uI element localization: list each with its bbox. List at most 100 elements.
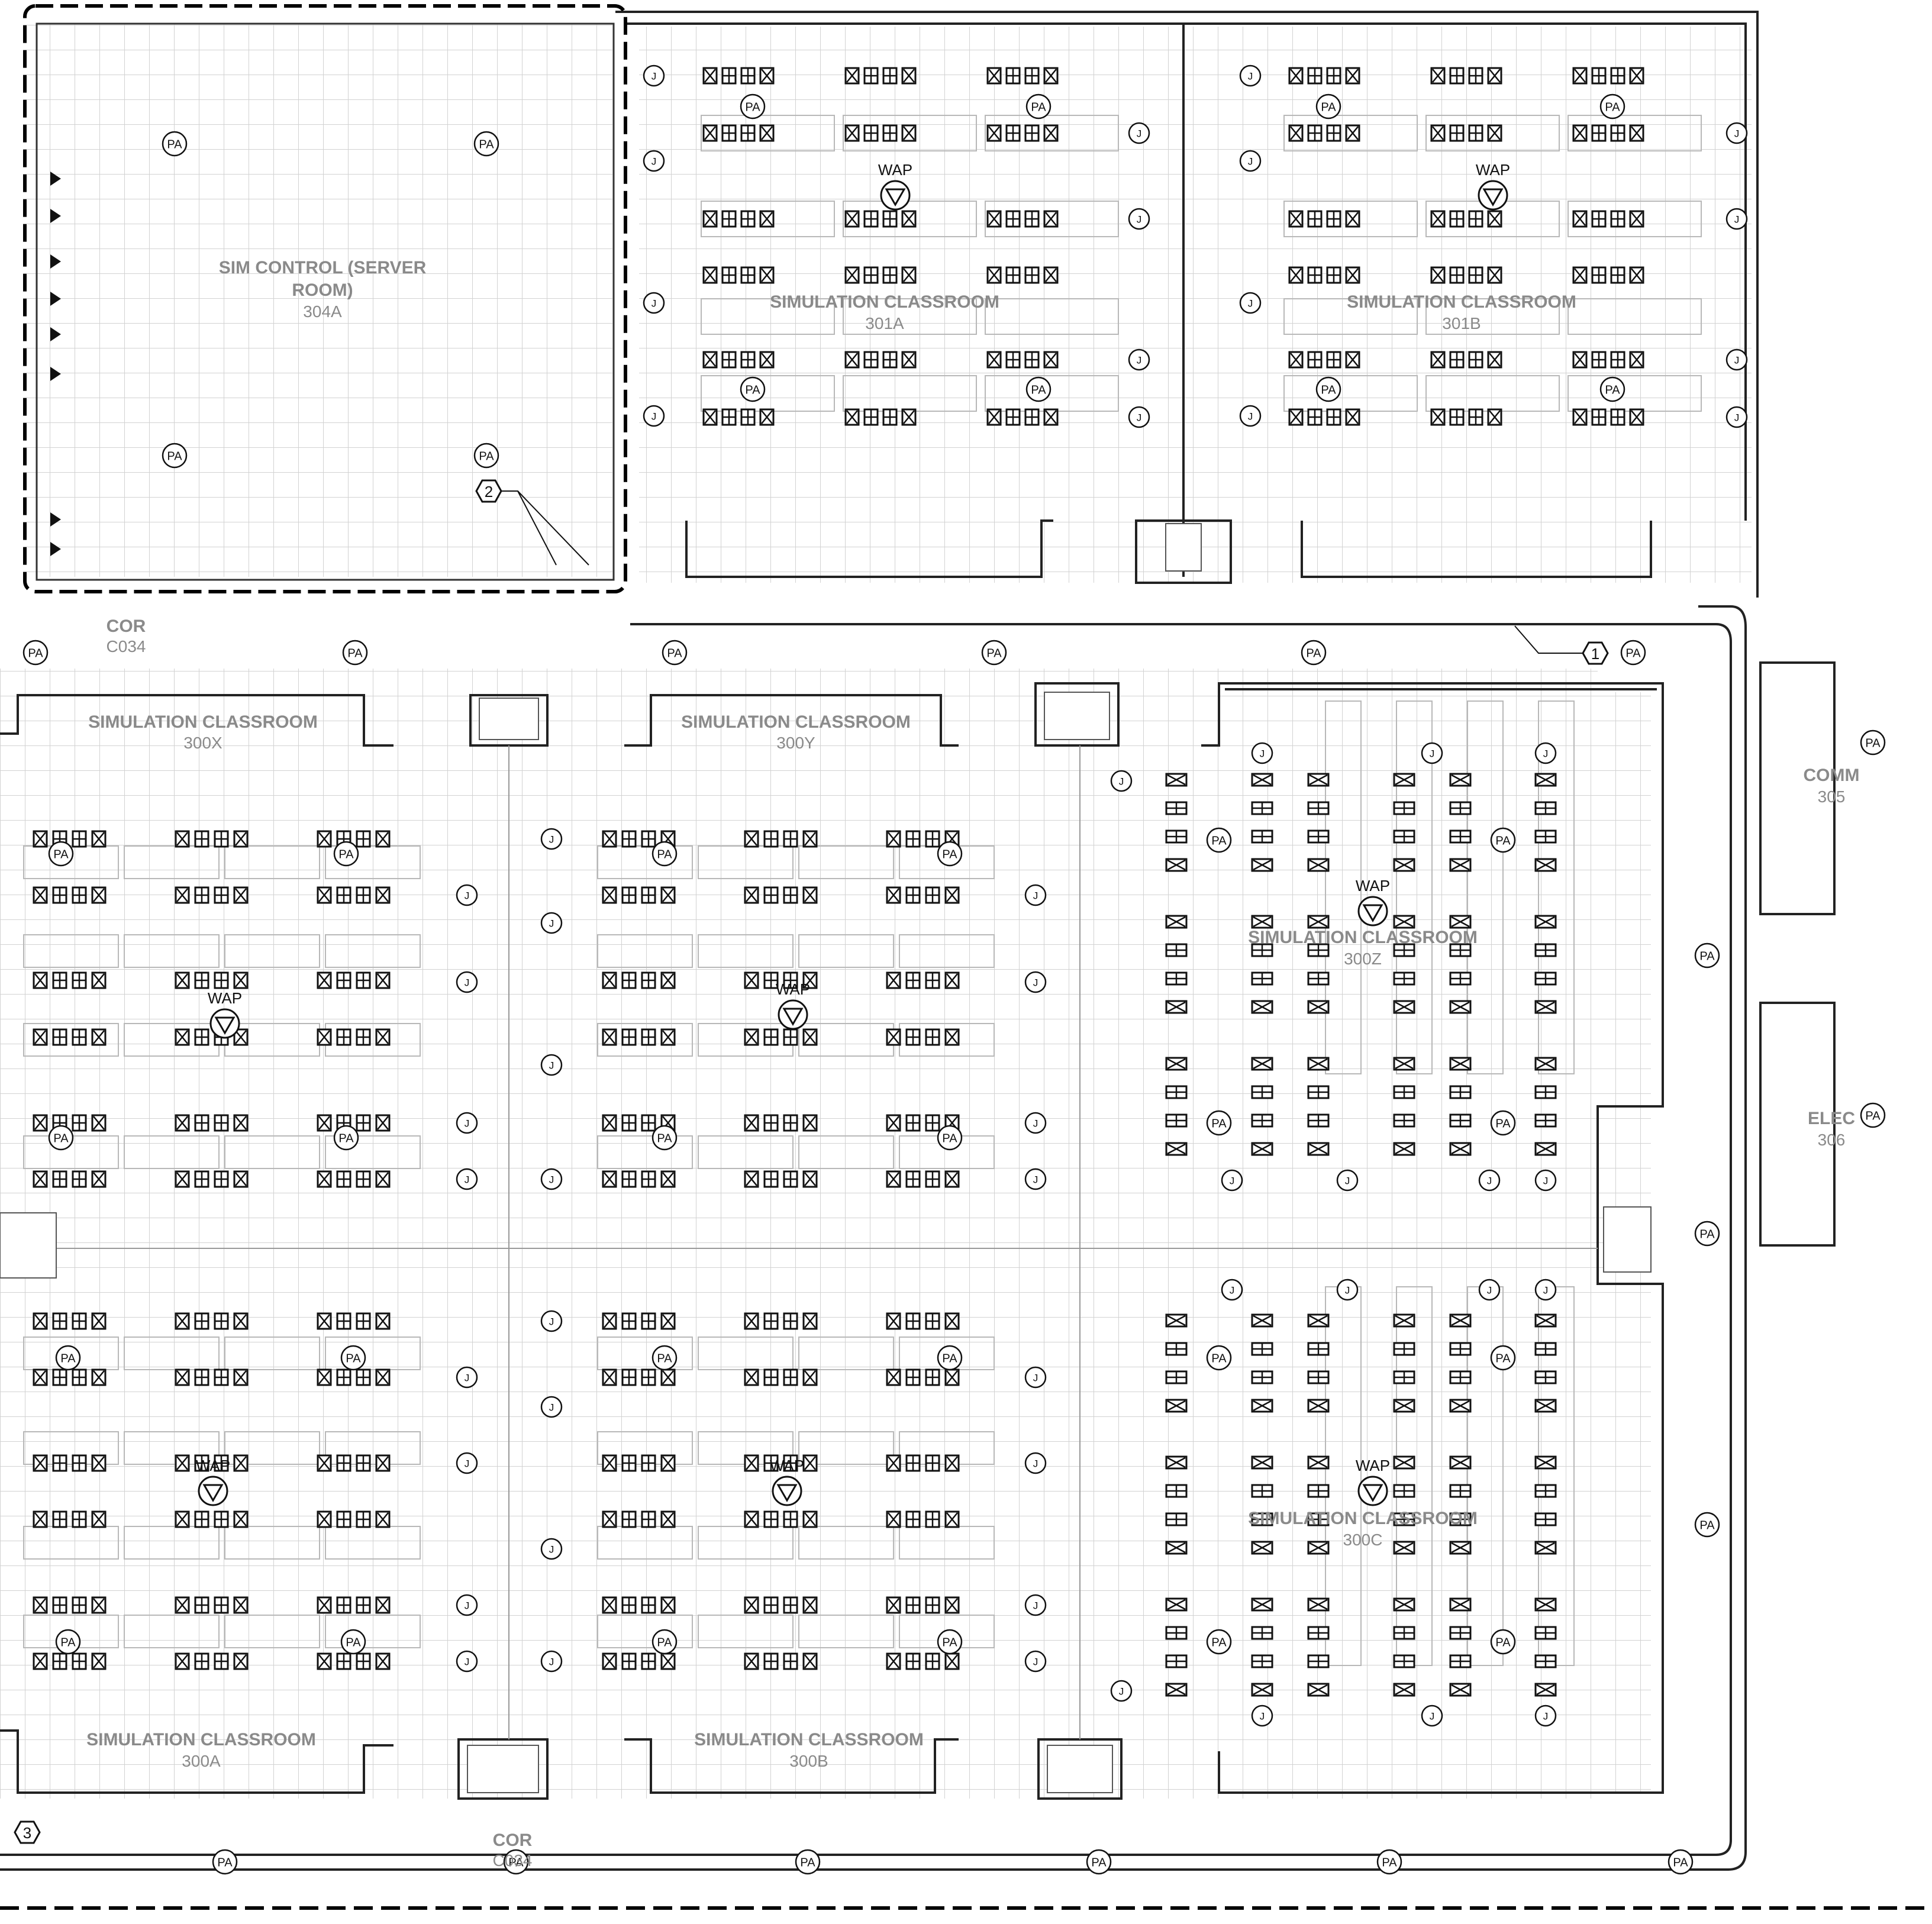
data-outlet-icon xyxy=(1345,351,1360,369)
power-outlet-icon xyxy=(1005,266,1021,284)
data-outlet-icon xyxy=(1307,773,1330,787)
pa-speaker-icon: PA xyxy=(1667,1849,1694,1875)
data-outlet-icon xyxy=(1487,67,1502,85)
corridor-number-top: C034 xyxy=(107,637,146,656)
power-outlet-icon xyxy=(863,266,879,284)
power-outlet-icon xyxy=(1534,801,1557,815)
pa-speaker-icon-text: PA xyxy=(338,1132,354,1145)
junction-box-icon-text: J xyxy=(465,977,470,988)
power-outlet-icon xyxy=(1534,1512,1557,1526)
data-outlet-icon xyxy=(1534,1313,1557,1328)
power-outlet-icon xyxy=(783,1510,798,1528)
wap-icon: WAP xyxy=(776,980,810,1030)
junction-box-icon: J xyxy=(540,1396,563,1418)
power-outlet-icon xyxy=(1326,67,1341,85)
desk xyxy=(1396,700,1433,1074)
power-outlet-icon xyxy=(905,1368,921,1386)
desk xyxy=(1425,115,1560,151)
desk xyxy=(23,845,119,879)
desk xyxy=(1325,700,1362,1074)
pa-speaker-icon: PA xyxy=(937,1125,963,1151)
data-outlet-icon xyxy=(1534,1142,1557,1156)
data-outlet-icon xyxy=(886,1652,901,1670)
power-outlet-icon xyxy=(1307,943,1330,957)
data-outlet-icon xyxy=(660,1170,676,1188)
desk xyxy=(1283,298,1418,335)
data-outlet-icon xyxy=(1572,266,1588,284)
power-outlet-icon xyxy=(1024,408,1040,426)
junction-box-icon: J xyxy=(1336,1169,1359,1192)
power-outlet-icon xyxy=(1591,408,1607,426)
junction-box-icon: J xyxy=(540,1650,563,1673)
desk xyxy=(325,1615,421,1648)
room-name-300b: SIMULATION CLASSROOM xyxy=(694,1730,924,1749)
data-outlet-icon xyxy=(1165,1455,1188,1470)
data-outlet-icon xyxy=(1307,1541,1330,1555)
power-outlet-icon xyxy=(905,971,921,989)
power-outlet-icon xyxy=(1449,408,1465,426)
wap-icon-text: WAP xyxy=(208,989,242,1007)
room-number-300b: 300B xyxy=(789,1752,828,1770)
power-outlet-icon xyxy=(1251,801,1273,815)
data-outlet-icon xyxy=(844,408,860,426)
data-outlet-icon xyxy=(1534,915,1557,929)
power-outlet-icon xyxy=(1468,124,1483,142)
data-outlet-icon xyxy=(1572,408,1588,426)
data-outlet-icon xyxy=(1251,858,1273,872)
power-outlet-icon xyxy=(1449,801,1472,815)
junction-box-icon-text: J xyxy=(1248,70,1253,82)
data-outlet-icon xyxy=(375,1652,391,1670)
junction-box-icon-text: J xyxy=(651,70,657,82)
power-outlet-icon xyxy=(1165,1342,1188,1356)
data-outlet-icon xyxy=(1043,67,1059,85)
data-outlet-icon xyxy=(660,1510,676,1528)
desk xyxy=(224,1431,320,1465)
pa-speaker-icon-text: PA xyxy=(28,647,43,660)
data-outlet-icon xyxy=(1307,1455,1330,1470)
power-outlet-icon xyxy=(740,351,756,369)
junction-box-icon: J xyxy=(1221,1169,1243,1192)
pa-speaker-icon-text: PA xyxy=(217,1857,233,1870)
data-outlet-icon xyxy=(744,886,759,904)
data-outlet-icon xyxy=(660,1028,676,1046)
pa-speaker-icon-text: PA xyxy=(1699,1228,1715,1241)
junction-box-icon: J xyxy=(1110,1680,1133,1702)
pa-speaker-icon: PA xyxy=(342,640,368,666)
pa-speaker-icon: PA xyxy=(333,1125,359,1151)
power-outlet-icon xyxy=(763,1596,779,1614)
desk xyxy=(1567,298,1702,335)
pa-speaker-icon: PA xyxy=(503,1849,529,1875)
junction-box-icon: J xyxy=(1024,1650,1047,1673)
power-outlet-icon xyxy=(1251,1512,1273,1526)
junction-box-icon-text: J xyxy=(651,156,657,167)
keynotes: 2 1 3 xyxy=(14,479,1609,1844)
power-outlet-icon xyxy=(905,1596,921,1614)
data-outlet-icon xyxy=(660,1312,676,1330)
desk xyxy=(597,1615,693,1648)
power-outlet-icon xyxy=(925,1596,940,1614)
data-outlet-icon xyxy=(1043,210,1059,228)
power-outlet-icon xyxy=(783,830,798,848)
data-outlet-icon xyxy=(660,886,676,904)
junction-box-icon: J xyxy=(1024,1594,1047,1616)
data-outlet-icon xyxy=(944,1170,960,1188)
data-outlet-icon xyxy=(1165,773,1188,787)
power-outlet-icon xyxy=(1165,943,1188,957)
junction-box-icon: J xyxy=(1128,208,1150,230)
junction-box-icon-text: J xyxy=(1543,748,1549,759)
junction-box-icon-text: J xyxy=(1033,1174,1038,1185)
junction-box-icon: J xyxy=(643,292,665,314)
junction-box-icon-text: J xyxy=(465,1458,470,1469)
power-outlet-icon xyxy=(905,1312,921,1330)
data-outlet-icon xyxy=(944,1368,960,1386)
power-outlet-icon xyxy=(1449,1342,1472,1356)
power-outlet-icon xyxy=(1468,408,1483,426)
power-outlet-icon xyxy=(72,1312,87,1330)
junction-box-icon-text: J xyxy=(1137,128,1142,139)
junction-box-icon: J xyxy=(456,884,478,906)
data-outlet-icon xyxy=(1449,1597,1472,1612)
pa-speaker-icon: PA xyxy=(937,1345,963,1371)
power-outlet-icon xyxy=(1307,1626,1330,1640)
power-outlet-icon xyxy=(336,1596,351,1614)
ceiling-grid xyxy=(0,24,1752,1799)
